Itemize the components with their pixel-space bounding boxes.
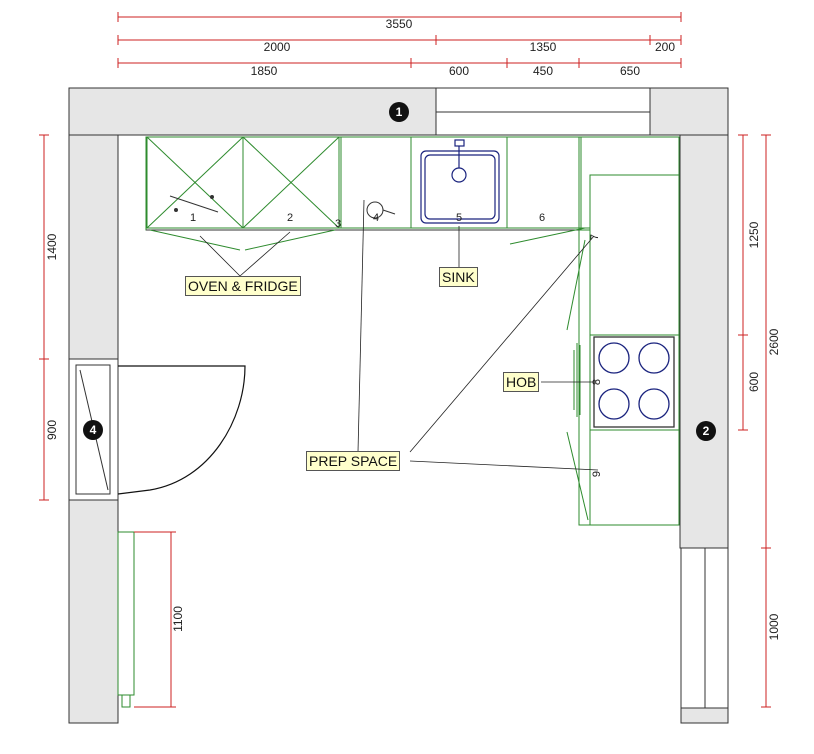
dimension-lines bbox=[39, 12, 771, 708]
label-prep-space: PREP SPACE bbox=[306, 451, 401, 471]
unit-num-5: 5 bbox=[456, 212, 462, 224]
dim-top-2000: 2000 bbox=[264, 40, 291, 54]
dim-top-450: 450 bbox=[533, 64, 553, 78]
marker-1: 1 bbox=[389, 102, 409, 122]
dim-right-1250: 1250 bbox=[747, 221, 761, 248]
cabinets bbox=[117, 136, 680, 708]
dim-right-1000: 1000 bbox=[767, 613, 781, 640]
wall-left-lower bbox=[68, 499, 119, 724]
dim-top-200: 200 bbox=[655, 40, 675, 54]
marker-4: 4 bbox=[83, 420, 103, 440]
dim-top-600: 600 bbox=[449, 64, 469, 78]
hob-front-lines bbox=[573, 343, 581, 417]
dimension-texts: 3550 2000 1350 200 1850 600 450 650 1400… bbox=[45, 17, 781, 640]
dim-left-1400: 1400 bbox=[45, 233, 59, 260]
unit-num-1: 1 bbox=[190, 212, 196, 224]
wall-right bbox=[679, 134, 729, 549]
label-oven-fridge: OVEN & FRIDGE bbox=[185, 276, 301, 296]
hob bbox=[593, 336, 675, 428]
unit-num-9: 9 bbox=[591, 471, 603, 477]
unit-num-3: 3 bbox=[335, 218, 341, 230]
dim-left-1100: 1100 bbox=[171, 606, 185, 632]
unit-num-7: 7 bbox=[589, 234, 601, 240]
wall-top-left bbox=[68, 87, 437, 136]
dim-top-1350: 1350 bbox=[530, 40, 557, 54]
dim-top-650: 650 bbox=[620, 64, 640, 78]
hob-detail bbox=[169, 195, 219, 213]
unit-num-6: 6 bbox=[539, 212, 545, 224]
wall-left-upper bbox=[68, 134, 119, 360]
marker-2: 2 bbox=[696, 421, 716, 441]
unit-numbers: 1 2 3 4 5 6 7 8 9 bbox=[190, 212, 603, 477]
door-right bbox=[680, 547, 729, 724]
base-unit-9 bbox=[589, 429, 680, 526]
label-hob: HOB bbox=[503, 372, 540, 392]
tap-symbol bbox=[366, 201, 396, 219]
tall-unit-2 bbox=[242, 136, 340, 229]
leader-lines bbox=[199, 199, 599, 471]
tall-unit-7 bbox=[589, 174, 680, 336]
unit-num-2: 2 bbox=[287, 212, 293, 224]
dim-top-1850: 1850 bbox=[251, 64, 278, 78]
unit-num-4: 4 bbox=[373, 212, 379, 224]
dim-top-total: 3550 bbox=[386, 17, 413, 31]
label-sink: SINK bbox=[439, 267, 478, 287]
dim-right-600: 600 bbox=[747, 372, 761, 392]
dim-left-900: 900 bbox=[45, 420, 59, 440]
dim-right-2600: 2600 bbox=[767, 328, 781, 355]
dining-table bbox=[117, 365, 246, 495]
window-top bbox=[435, 87, 651, 136]
unit-num-8: 8 bbox=[591, 379, 603, 385]
sink bbox=[420, 139, 500, 224]
cabinet-run-right bbox=[578, 136, 680, 526]
side-unit bbox=[117, 531, 135, 696]
wall-top-right bbox=[649, 87, 729, 136]
walls bbox=[68, 87, 729, 724]
